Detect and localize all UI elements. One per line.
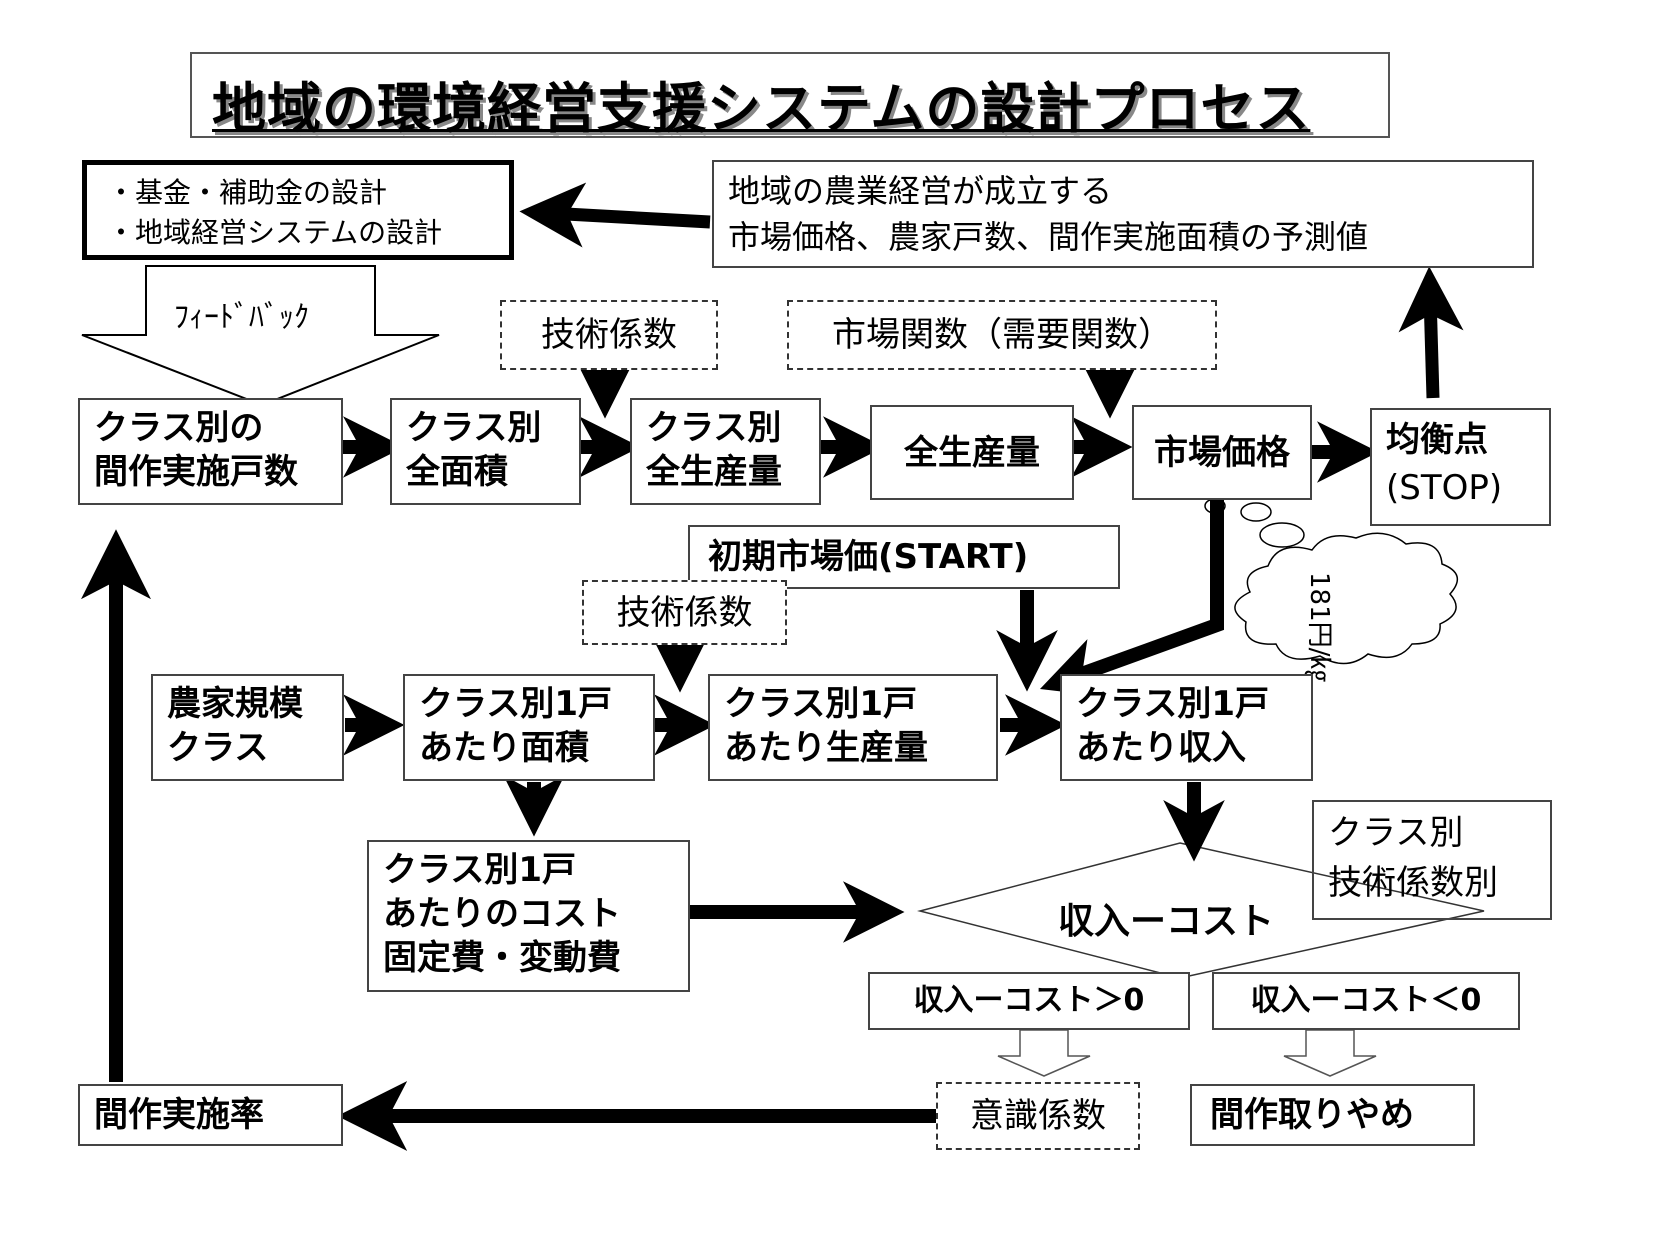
prediction-line-1: 地域の農業経営が成立する [728, 172, 1113, 210]
stop-intercrop-box: 間作取りやめ [1190, 1084, 1475, 1146]
market-function-box: 市場関数（需要関数） [787, 300, 1217, 370]
design-box: ・基金・補助金の設計 ・地域経営システムの設計 [82, 160, 514, 260]
price-cloud-text: 181円/㎏ [1304, 572, 1334, 683]
area-per-farm-box: クラス別1戸 あたり面積 [403, 674, 655, 781]
feedback-label: ﾌｨｰﾄﾞﾊﾞｯｸ [174, 300, 309, 335]
tech-coef-mid: 技術係数 [582, 580, 787, 645]
negative-result-box: 収入ーコスト＜0 [1212, 972, 1520, 1030]
prediction-box: 地域の農業経営が成立する 市場価格、農家戸数、間作実施面積の予測値 [712, 160, 1534, 268]
class-area-box: クラス別 全面積 [390, 398, 581, 505]
prediction-line-2: 市場価格、農家戸数、間作実施面積の予測値 [728, 218, 1369, 256]
total-production-box: 全生産量 [870, 405, 1074, 500]
awareness-coef-box: 意識係数 [936, 1082, 1140, 1150]
class-households-box: クラス別の 間作実施戸数 [78, 398, 343, 505]
production-per-farm-box: クラス別1戸 あたり生産量 [708, 674, 998, 781]
cost-box: クラス別1戸 あたりのコスト 固定費・変動費 [367, 840, 690, 992]
tech-coef-top: 技術係数 [500, 300, 718, 370]
design-line-1: ・基金・補助金の設計 [107, 176, 388, 209]
market-price-box: 市場価格 [1132, 405, 1312, 500]
feedback-arrow [81, 265, 440, 407]
arrow-prediction-to-design [519, 182, 711, 248]
decision-label: 収入ーコスト [1058, 901, 1275, 942]
class-production-box: クラス別 全生産量 [630, 398, 821, 505]
arrow-equilibrium-to-prediction [1398, 266, 1464, 399]
farm-size-box: 農家規模 クラス [151, 674, 344, 781]
positive-result-box: 収入ーコスト＞0 [868, 972, 1190, 1030]
initial-price-box: 初期市場価(START) [688, 525, 1120, 589]
diagram-title-box: 地域の環境経営支援システムの設計プロセス [190, 52, 1390, 140]
intercrop-rate-box: 間作実施率 [78, 1084, 343, 1146]
design-line-2: ・地域経営システムの設計 [107, 216, 443, 249]
diagram-title: 地域の環境経営支援システムの設計プロセス [212, 77, 1311, 140]
equilibrium-box: 均衡点 (STOP) [1370, 408, 1551, 526]
class-tech-box: クラス別 技術係数別 [1312, 800, 1552, 920]
income-per-farm-box: クラス別1戸 あたり収入 [1060, 674, 1313, 781]
